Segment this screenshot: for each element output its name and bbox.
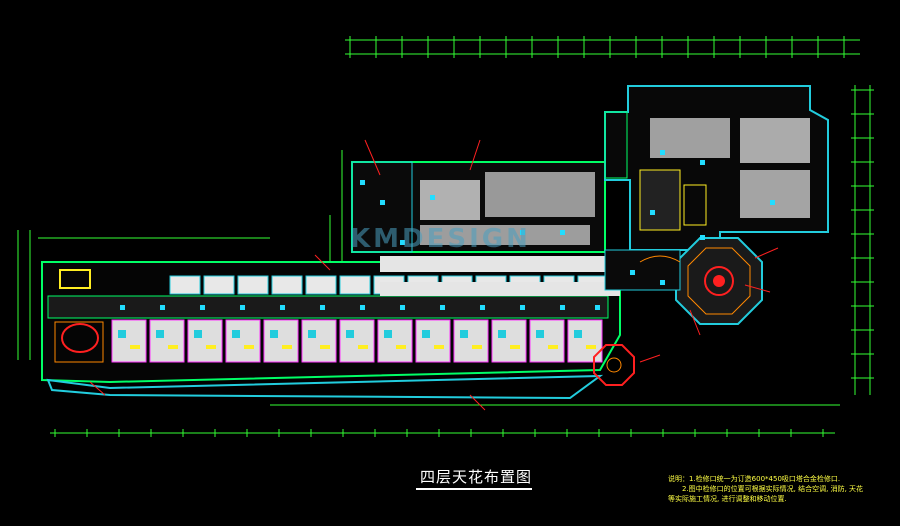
upper-room — [237, 275, 269, 295]
office-room — [339, 319, 375, 363]
ceiling-light-icon — [770, 200, 775, 205]
ceiling-light-icon — [400, 240, 405, 245]
upper-room — [203, 275, 235, 295]
light-fixture — [168, 345, 178, 349]
light-fixture — [548, 345, 558, 349]
ceiling-light-icon — [440, 305, 445, 310]
office-room — [225, 319, 261, 363]
ceiling-light-icon — [630, 270, 635, 275]
dimension-lines — [17, 39, 871, 434]
office-room — [149, 319, 185, 363]
light-fixture — [244, 345, 254, 349]
ceiling-light-icon — [660, 150, 665, 155]
access-hatch-icon — [194, 330, 202, 338]
light-fixture — [510, 345, 520, 349]
ceiling-light-icon — [560, 230, 565, 235]
light-fixture — [358, 345, 368, 349]
office-room — [453, 319, 489, 363]
ceiling-light-icon-group — [120, 150, 775, 310]
middle-block — [351, 161, 620, 296]
office-room — [263, 319, 299, 363]
ceiling-light-icon — [200, 305, 205, 310]
access-hatch-icon — [270, 330, 278, 338]
access-hatch-icon — [460, 330, 468, 338]
light-fixture — [206, 345, 216, 349]
office-room — [301, 319, 337, 363]
access-hatch-icon — [156, 330, 164, 338]
ceiling-light-icon — [520, 305, 525, 310]
upper-room — [271, 275, 303, 295]
octagon-lobby-icon — [675, 237, 763, 325]
light-fixture — [282, 345, 292, 349]
office-room — [567, 319, 603, 363]
ceiling-light-icon — [320, 305, 325, 310]
upper-room — [339, 275, 371, 295]
office-room — [111, 319, 147, 363]
access-hatch-icon — [574, 330, 582, 338]
access-hatch-icon — [118, 330, 126, 338]
access-hatch-icon — [536, 330, 544, 338]
office-room — [377, 319, 413, 363]
ceiling-light-icon — [280, 305, 285, 310]
ceiling-light-icon — [700, 235, 705, 240]
ceiling-light-icon — [380, 200, 385, 205]
office-room — [529, 319, 565, 363]
small-octagon-icon — [593, 344, 635, 386]
leader-lines — [89, 139, 779, 411]
dimension-ticks — [54, 36, 874, 437]
light-fixture — [434, 345, 444, 349]
access-hatch-icon — [232, 330, 240, 338]
ceiling-light-icon — [650, 210, 655, 215]
ceiling-light-icon — [360, 305, 365, 310]
ceiling-light-icon — [595, 305, 600, 310]
upper-room — [305, 275, 337, 295]
ceiling-light-icon — [520, 230, 525, 235]
light-fixture — [472, 345, 482, 349]
title-underline — [416, 488, 532, 490]
light-fixture — [396, 345, 406, 349]
office-room — [415, 319, 451, 363]
ceiling-light-icon — [120, 305, 125, 310]
ceiling-light-icon — [480, 305, 485, 310]
office-room — [187, 319, 223, 363]
access-hatch-icon — [308, 330, 316, 338]
access-hatch-icon — [384, 330, 392, 338]
ceiling-light-icon — [240, 305, 245, 310]
watermark-text: KMDESIGN — [350, 224, 531, 254]
ceiling-light-icon — [560, 305, 565, 310]
office-bays — [111, 319, 603, 363]
ceiling-light-icon — [160, 305, 165, 310]
ceiling-light-icon — [660, 280, 665, 285]
light-fixture — [320, 345, 330, 349]
access-hatch-icon — [498, 330, 506, 338]
note-line-1: 说明：1.检修口统一为订造600*450吸口塔合金检修口. — [668, 475, 841, 483]
ceiling-light-icon — [360, 180, 365, 185]
light-fixture — [130, 345, 140, 349]
connecting-corridor — [604, 249, 681, 291]
access-hatch-icon — [346, 330, 354, 338]
office-room — [491, 319, 527, 363]
note-line-2: 2.图中检修口的位置可根据实际情况, 结合空调, 消防, 天花 — [682, 485, 864, 493]
ceiling-light-icon — [430, 195, 435, 200]
upper-room — [169, 275, 201, 295]
right-block — [604, 85, 829, 251]
light-fixture — [586, 345, 596, 349]
ceiling-light-icon — [400, 305, 405, 310]
drawing-title: 四层天花布置图 — [420, 468, 533, 486]
ceiling-light-icon — [700, 160, 705, 165]
access-hatch-icon — [422, 330, 430, 338]
note-line-3: 等实际施工情况, 进行调整和移动位置. — [668, 495, 787, 503]
notes-block: 说明：1.检修口统一为订造600*450吸口塔合金检修口. 2.图中检修口的位置… — [668, 474, 896, 504]
